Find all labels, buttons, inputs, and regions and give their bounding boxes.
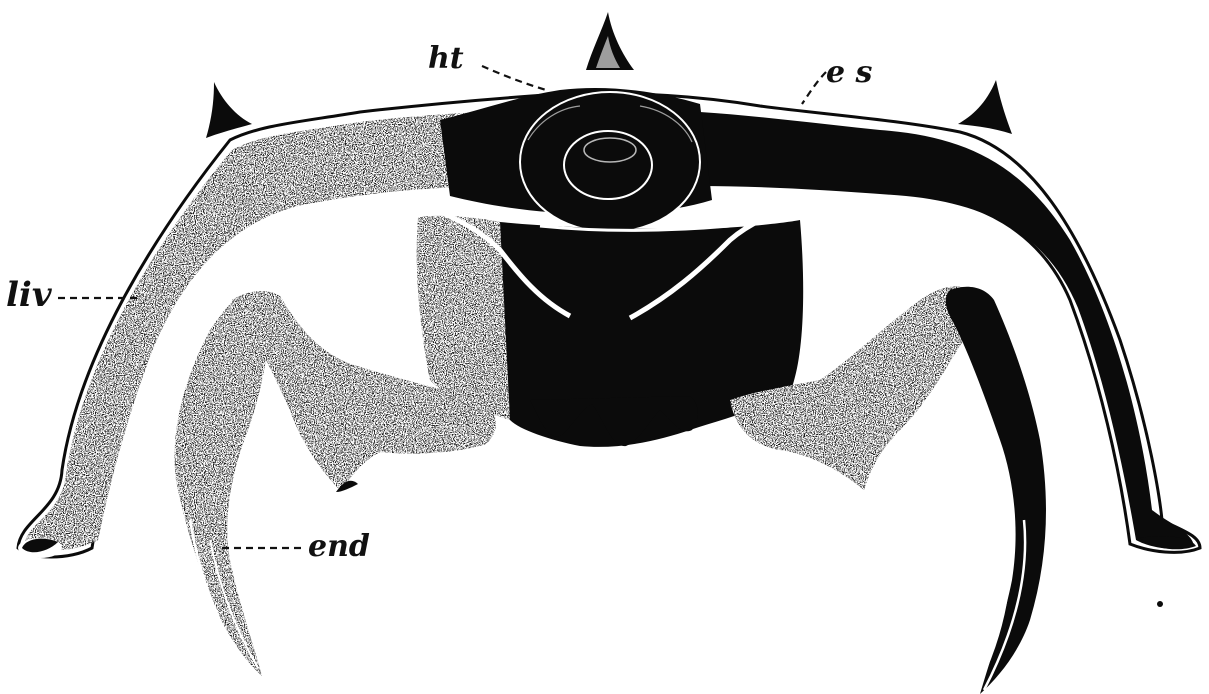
speck	[1157, 601, 1163, 607]
label-liver: liv	[6, 275, 53, 315]
label-heart: ht	[428, 41, 464, 76]
label-es: e s	[826, 55, 873, 90]
label-end: end	[308, 529, 370, 564]
heart-organ	[520, 92, 700, 232]
